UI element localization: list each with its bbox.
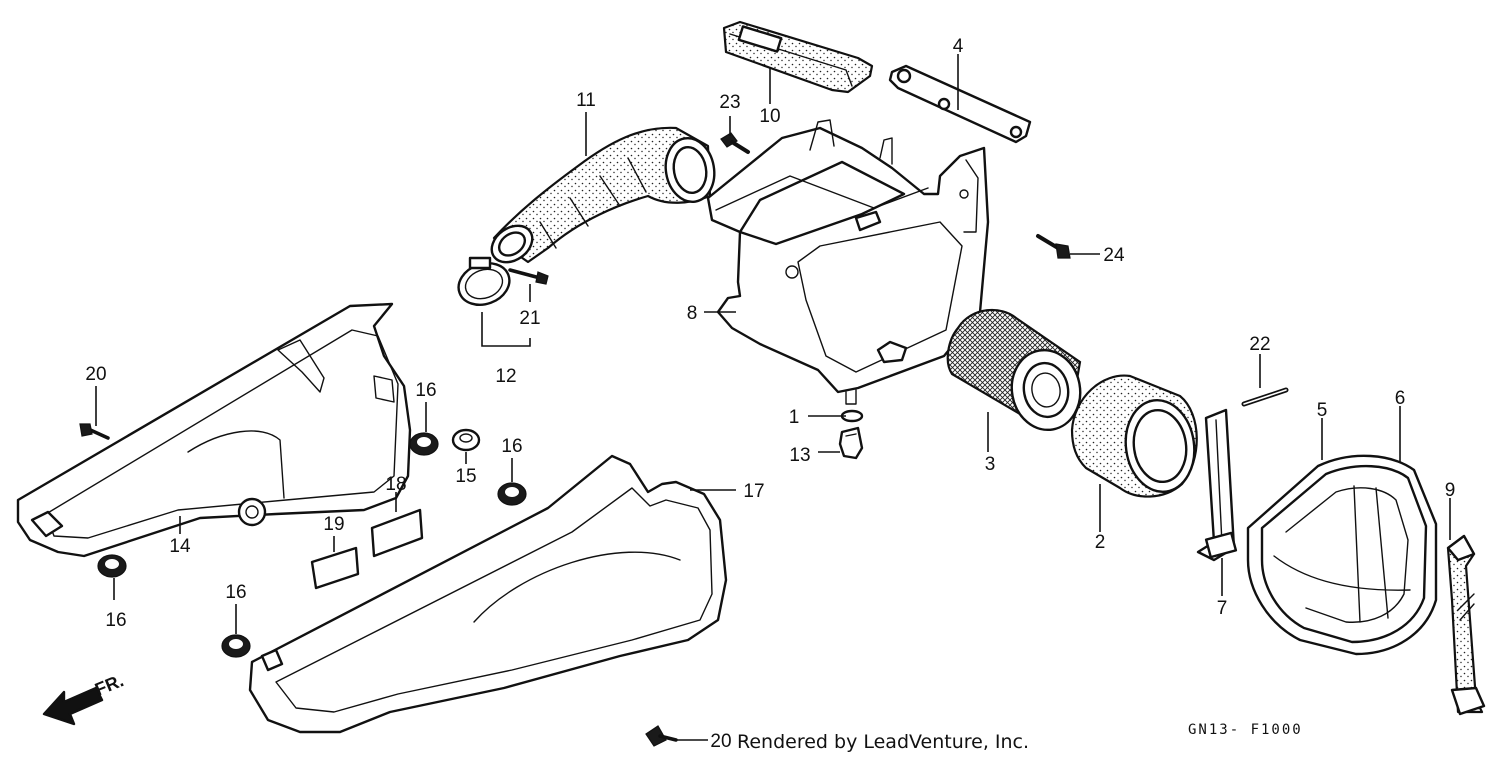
callout-labels: 1 2 3 4 5 6 7 8 9 10 11 12 13 14 15 16 1… (85, 36, 1455, 752)
part-19-label (310, 546, 360, 590)
callout-22: 22 (1249, 334, 1270, 355)
callout-8: 8 (687, 303, 698, 324)
part-16-grommet-a (409, 432, 439, 456)
render-credit: Rendered by LeadVenture, Inc. (737, 731, 1029, 753)
front-direction-arrow-icon (42, 686, 104, 726)
part-23-bolt (720, 132, 750, 154)
callout-21: 21 (519, 308, 540, 329)
callout-10: 10 (759, 106, 780, 127)
callout-17: 17 (743, 481, 764, 502)
callout-20: 20 (85, 364, 106, 385)
part-24-bolt (1036, 234, 1071, 259)
part-8-air-cleaner-case (706, 119, 990, 405)
part-17-right-side-cover (248, 454, 728, 734)
part-7-strap (1196, 408, 1238, 562)
callout-13: 13 (789, 445, 810, 466)
part-5-air-cleaner-cover (1260, 464, 1428, 644)
part-16-grommet-b (497, 482, 527, 506)
part-2-foam-filter (1070, 374, 1198, 498)
part-21-screw (508, 268, 549, 285)
callout-23: 23 (719, 92, 740, 113)
callout-7: 7 (1217, 598, 1228, 619)
callout-9: 9 (1445, 480, 1456, 501)
callout-16: 16 (501, 436, 522, 457)
part-11-intake-tube (490, 126, 716, 264)
part-16-grommet-d (221, 634, 251, 658)
callout-1: 1 (789, 407, 800, 428)
part-12-clamp (457, 256, 511, 306)
callout-11: 11 (576, 90, 596, 111)
callout-14: 14 (169, 536, 191, 557)
callout-19: 19 (323, 514, 344, 535)
callout-3: 3 (985, 454, 996, 475)
part-20-screw-a (79, 423, 110, 440)
callout-4: 4 (953, 36, 964, 57)
part-18-label (370, 508, 424, 558)
drawing-code: GN13- F1000 (1188, 722, 1303, 738)
callout-16: 16 (415, 380, 436, 401)
callout-18: 18 (385, 474, 406, 495)
leader-lines (95, 54, 1451, 741)
callout-5: 5 (1317, 400, 1328, 421)
callout-16: 16 (225, 582, 246, 603)
callout-2: 2 (1095, 532, 1106, 553)
part-22-pin (1241, 387, 1289, 407)
part-14-left-side-cover (16, 302, 412, 558)
part-13-drain-fitting (838, 426, 864, 460)
callout-15: 15 (455, 466, 476, 487)
part-4-bracket (888, 64, 1032, 144)
front-marker: FR. (92, 670, 126, 699)
part-3-filter-element (946, 308, 1082, 432)
part-10-intake-duct (722, 20, 874, 94)
part-15-collar (451, 428, 481, 452)
callout-20: 20 (710, 731, 731, 752)
part-20-screw-b (645, 725, 678, 747)
callout-6: 6 (1395, 388, 1406, 409)
callout-12: 12 (495, 366, 516, 387)
part-16-grommet-c (97, 554, 127, 578)
part-9-drain-tube (1446, 534, 1486, 716)
callout-24: 24 (1103, 245, 1125, 266)
callout-16: 16 (105, 610, 126, 631)
